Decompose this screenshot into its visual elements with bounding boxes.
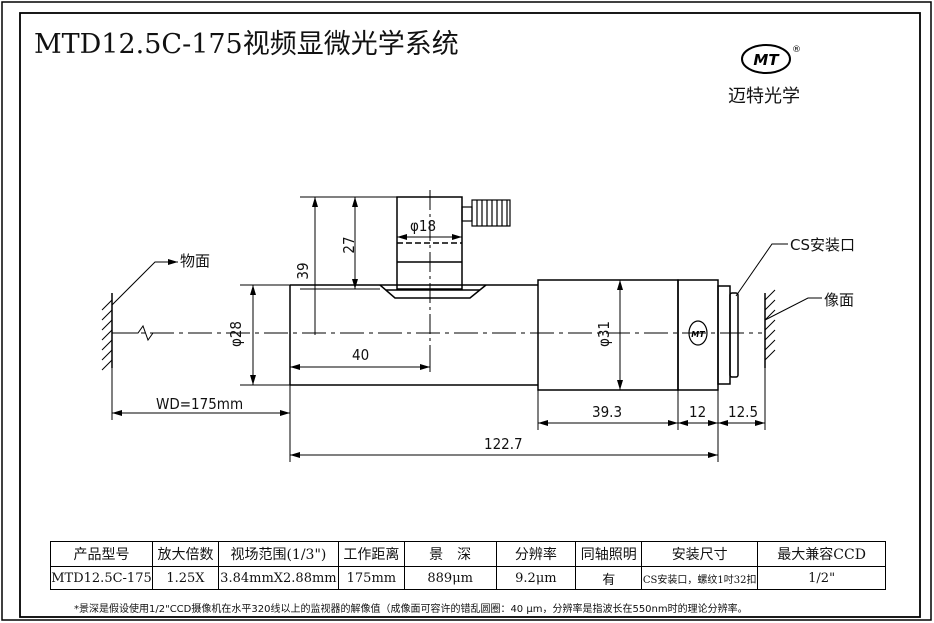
brand-logo-text: MT [753, 51, 780, 69]
break-symbol [112, 324, 170, 342]
header-magnification: 放大倍数 [151, 541, 219, 567]
object-plane-label: 物面 [180, 252, 211, 270]
coaxial-illumination-block [379, 190, 487, 345]
brand-name: 迈特光学 [728, 86, 800, 107]
cell-coaxial-illumination: 有 [575, 566, 643, 590]
image-plane-label: 像面 [824, 291, 855, 309]
dimension-lines [111, 196, 766, 462]
spec-table: 产品型号 放大倍数 视场范围(1/3") 工作距离 景 深 分辨率 同轴照明 安… [50, 541, 886, 590]
header-mount: 安装尺寸 [641, 541, 759, 567]
header-coaxial-illumination: 同轴照明 [575, 541, 643, 567]
rear-body [537, 279, 739, 391]
dim-height-27: 27 [340, 236, 358, 254]
inner-frame [19, 12, 921, 618]
dim-diameter-28: φ28 [227, 320, 245, 348]
cell-max-ccd: 1/2" [757, 566, 886, 590]
cs-mount-label: CS安装口 [790, 236, 855, 254]
cell-model: MTD12.5C-175 [50, 566, 153, 590]
lens-logo-text: MT [691, 330, 705, 339]
dim-diameter-31: φ31 [595, 320, 613, 348]
brand-logo-icon: MT ® [741, 44, 801, 74]
dim-length-39-3: 39.3 [592, 403, 623, 421]
page-title: MTD12.5C-175视频显微光学系统 [34, 29, 459, 60]
dim-height-39: 39 [294, 262, 312, 280]
dim-working-distance: WD=175mm [156, 395, 244, 413]
cell-working-distance: 175mm [337, 566, 405, 590]
cell-magnification: 1.25X [151, 566, 219, 590]
header-max-ccd: 最大兼容CCD [757, 541, 886, 567]
spec-header-row: 产品型号 放大倍数 视场范围(1/3") 工作距离 景 深 分辨率 同轴照明 安… [50, 541, 886, 567]
spec-data-row: MTD12.5C-175 1.25X 3.84mmX2.88mm 175mm 8… [50, 566, 886, 590]
dim-diameter-18: φ18 [410, 217, 437, 235]
cell-mount: CS安装口，螺纹1吋32扣 [641, 566, 759, 590]
dim-length-122-7: 122.7 [484, 435, 523, 453]
objective-tube [289, 284, 538, 386]
image-plane-hatch [764, 289, 776, 368]
dim-length-12-5: 12.5 [728, 403, 759, 421]
lens-logo-icon: MT [688, 320, 708, 346]
header-field-of-view: 视场范围(1/3") [217, 541, 339, 567]
cell-field-of-view: 3.84mmX2.88mm [217, 566, 339, 590]
header-depth-of-field: 景 深 [403, 541, 497, 567]
object-plane-hatch [101, 293, 113, 371]
leader-lines [111, 243, 822, 321]
dim-length-12: 12 [689, 403, 707, 421]
footnote: *景深是假设使用1/2"CCD摄像机在水平320线以上的监视器的解像值（成像面可… [74, 604, 748, 615]
knurled-knob-icon [461, 199, 511, 227]
registered-mark: ® [792, 45, 801, 55]
dimension-arrows [112, 197, 765, 458]
cell-depth-of-field: 889μm [403, 566, 497, 590]
header-working-distance: 工作距离 [337, 541, 405, 567]
dim-length-40: 40 [352, 346, 370, 364]
cell-resolution: 9.2μm [495, 566, 577, 590]
header-model: 产品型号 [50, 541, 153, 567]
header-resolution: 分辨率 [495, 541, 577, 567]
